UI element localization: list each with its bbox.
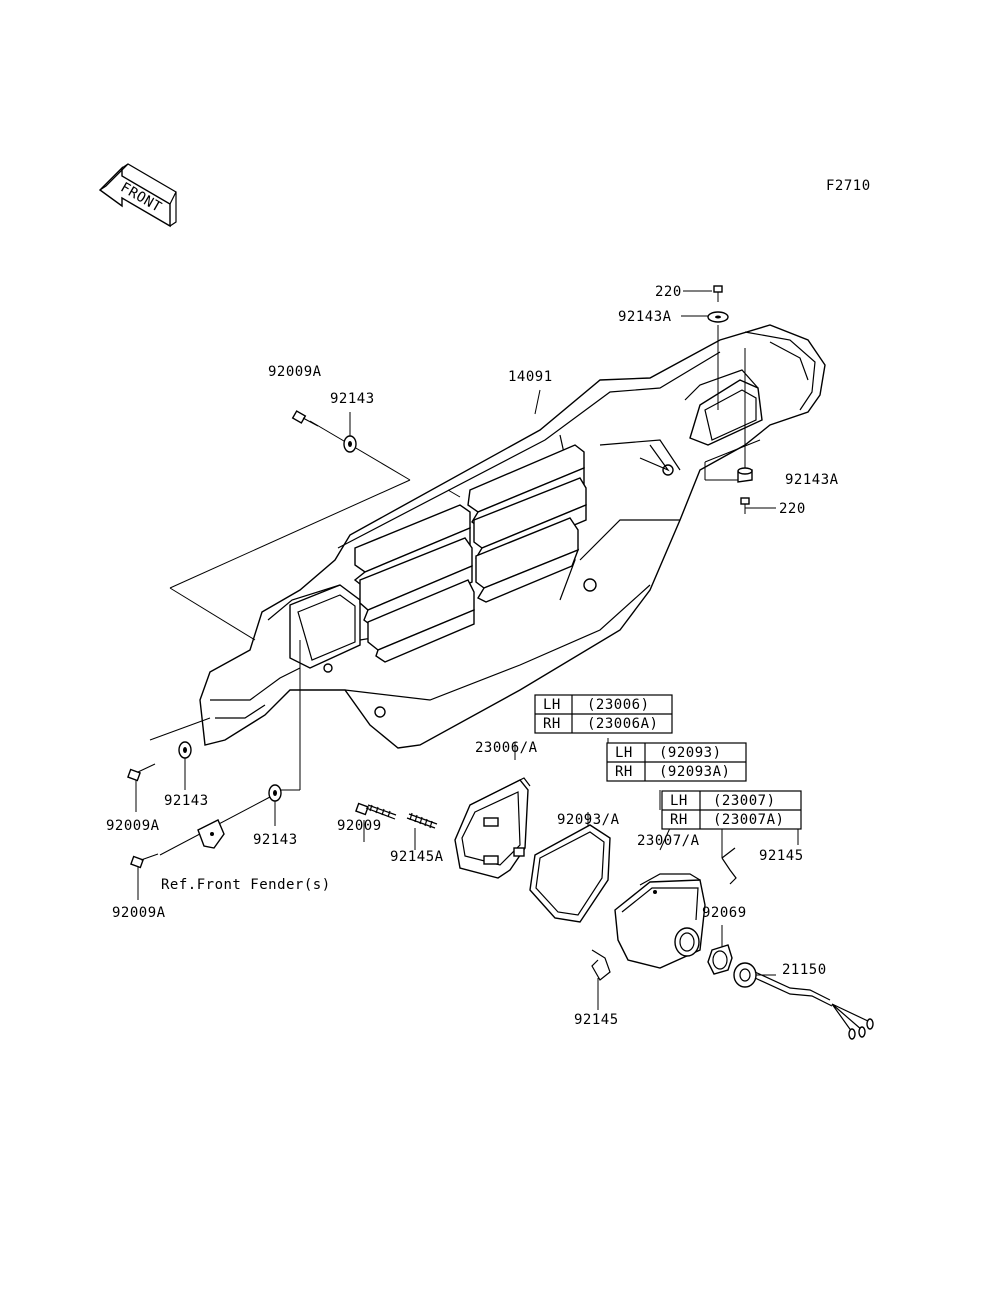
table-23006-part-rh: (23006A)	[587, 716, 658, 732]
table-23006-side-lh: LH	[543, 697, 561, 713]
label-92069: 92069	[702, 905, 747, 921]
label-92009: 92009	[337, 818, 382, 834]
washer-92143-mid-icon	[268, 784, 282, 802]
table-23006: LH (23006) RH (23006A)	[534, 694, 673, 734]
label-23006A: 23006/A	[475, 740, 538, 756]
table-92093: LH (92093) RH (92093A)	[606, 742, 747, 782]
socket-21150-icon	[733, 962, 874, 1040]
bolt-92009A-top-icon	[291, 410, 319, 427]
washer-92143-top-icon	[343, 435, 357, 453]
label-92009A-left: 92009A	[106, 818, 160, 834]
washer-92143A-top-icon	[707, 311, 729, 323]
table-92093-side-lh: LH	[615, 745, 633, 761]
label-92143A-top: 92143A	[618, 309, 672, 325]
leader-lines	[135, 290, 799, 1010]
nut-92143A-right-icon	[737, 467, 753, 483]
label-23007A: 23007/A	[637, 833, 700, 849]
figure-code: F2710	[826, 178, 871, 194]
clip-92145-bottom-icon	[591, 949, 611, 981]
table-92093-side-rh: RH	[615, 764, 633, 780]
label-14091: 14091	[508, 369, 553, 385]
label-220-right: 220	[779, 501, 806, 517]
label-92009A-top: 92009A	[268, 364, 322, 380]
label-21150: 21150	[782, 962, 827, 978]
headlamp-unit-23007A	[614, 873, 706, 969]
bolt-92009A-bottom-icon	[130, 853, 159, 869]
grille-slats-left	[353, 504, 475, 663]
table-23006-part-lh: (23006)	[587, 697, 650, 713]
label-92009A-bottom: 92009A	[112, 905, 166, 921]
gasket-92093A	[529, 824, 611, 923]
label-92143-mid: 92143	[253, 832, 298, 848]
table-23007-part-rh: (23007A)	[713, 812, 784, 828]
label-92143A-right: 92143A	[785, 472, 839, 488]
bracket-icon	[197, 819, 225, 849]
clip-92145-right-icon	[721, 847, 737, 885]
screw-220-top-icon	[713, 285, 723, 302]
table-23007-side-rh: RH	[670, 812, 688, 828]
label-220-top: 220	[655, 284, 682, 300]
reference-note: Ref.Front Fender(s)	[161, 877, 331, 893]
label-92143-top: 92143	[330, 391, 375, 407]
label-92145A: 92145A	[390, 849, 444, 865]
bulb-92069-icon	[707, 944, 733, 975]
table-23007-part-lh: (23007)	[713, 793, 776, 809]
label-92143-left: 92143	[164, 793, 209, 809]
table-23007: LH (23007) RH (23007A)	[661, 790, 802, 830]
label-92145-bottom: 92145	[574, 1012, 619, 1028]
headlamp-rim-23006A	[454, 777, 531, 879]
bolt-92009-icon	[355, 802, 397, 820]
table-23007-side-lh: LH	[670, 793, 688, 809]
label-92093A: 92093/A	[557, 812, 620, 828]
grille-slats-right	[467, 444, 587, 603]
table-92093-part-lh: (92093)	[659, 745, 722, 761]
screw-220-right-icon	[740, 497, 750, 514]
table-23006-side-rh: RH	[543, 716, 561, 732]
bolt-92009A-left-icon	[127, 763, 156, 782]
washer-92143-left-icon	[178, 741, 192, 759]
table-92093-part-rh: (92093A)	[659, 764, 730, 780]
front-direction-icon: FRONT	[98, 163, 177, 228]
spring-92145A-icon	[406, 812, 438, 829]
label-92145-right: 92145	[759, 848, 804, 864]
